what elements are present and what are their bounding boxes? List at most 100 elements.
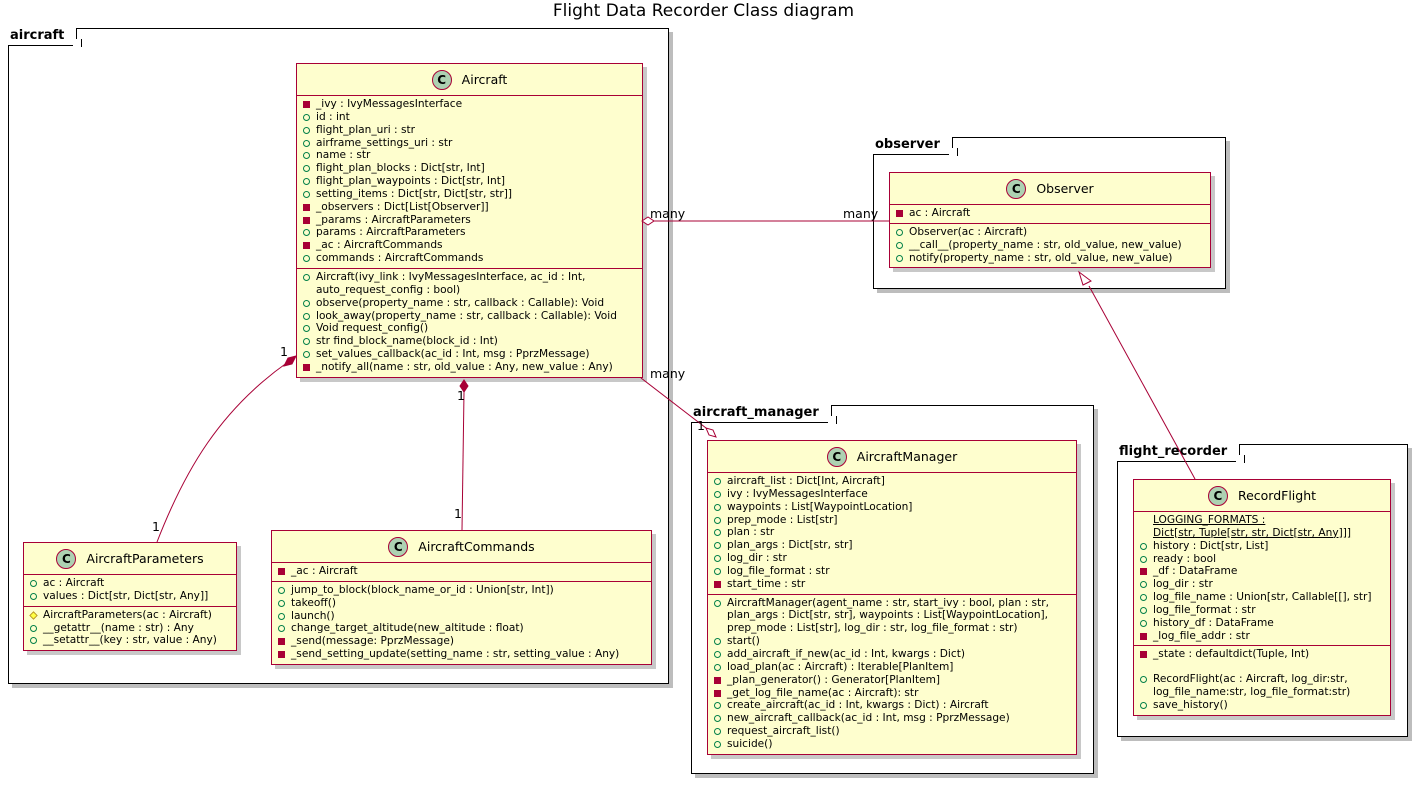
class-name: Aircraft [461,72,508,87]
public-visibility-icon [30,634,38,647]
attribute-text: params : AircraftParameters [316,226,466,239]
public-visibility-icon [714,565,722,578]
class-badge-icon: C [431,69,452,90]
attribute-row: ac : Aircraft [896,207,1206,220]
method-row: prep_mode : List[str], log_dir : str, lo… [714,622,1072,635]
attribute-text: log_file_format : str [1153,603,1256,616]
private-visibility-icon [1140,630,1148,643]
attribute-text: values : Dict[str, Dict[str, Any]] [43,589,209,602]
attribute-list: LOGGING_FORMATS :Dict[str, Tuple[str, st… [1134,512,1390,647]
public-visibility-icon [30,622,38,635]
method-text: set_values_callback(ac_id : Int, msg : P… [316,348,590,361]
public-visibility-icon [896,252,904,265]
diagram-title: Flight Data Recorder Class diagram [552,1,855,21]
method-row: __call__(property_name : str, old_value,… [896,239,1206,252]
attribute-text: Dict[str, Tuple[str, str, Dict[str, Any]… [1153,526,1352,539]
method-text: request_aircraft_list() [727,725,840,738]
public-visibility-icon [714,712,722,725]
attribute-row: log_file_format : str [1140,604,1386,617]
attribute-row: values : Dict[str, Dict[str, Any]] [30,590,232,603]
method-text: create_aircraft(ac_id : Int, kwargs : Di… [727,699,989,712]
method-row: look_away(property_name : str, callback … [303,310,638,323]
attribute-row: flight_plan_blocks : Dict[str, Int] [303,162,638,175]
method-list: jump_to_block(block_name_or_id : Union[s… [272,582,651,664]
attribute-text: waypoints : List[WaypointLocation] [727,500,913,513]
multiplicity-label: 1 [697,418,705,433]
public-visibility-icon [30,577,38,590]
public-visibility-icon [714,738,722,751]
method-text: _notify_all(name : str, old_value : Any,… [316,360,613,373]
attribute-row: params : AircraftParameters [303,226,638,239]
method-text: start() [727,635,760,648]
method-row: plan_args : Dict[str, str], waypoints : … [714,609,1072,622]
attribute-text: id : int [316,110,350,123]
method-row: _state : defaultdict(Tuple, Int) [1140,648,1386,661]
method-row: auto_request_config : bool) [303,284,638,297]
method-text: _send_setting_update(setting_name : str,… [291,648,620,661]
method-text: __setattr__(key : str, value : Any) [43,634,217,647]
method-row: AircraftManager(agent_name : str, start_… [714,597,1072,610]
public-visibility-icon [303,297,311,310]
attribute-row: LOGGING_FORMATS : [1140,514,1386,527]
attribute-text: setting_items : Dict[str, Dict[str, str]… [316,187,513,200]
attribute-text: log_file_format : str [727,564,830,577]
attribute-row: flight_plan_uri : str [303,124,638,137]
method-row: __setattr__(key : str, value : Any) [30,634,232,647]
method-row: launch() [278,610,647,623]
public-visibility-icon [278,584,286,597]
indent-spacer [714,609,722,622]
private-visibility-icon [278,565,286,578]
public-visibility-icon [1140,673,1148,686]
method-text: jump_to_block(block_name_or_id : Union[s… [291,583,554,596]
multiplicity-label: many [843,206,879,221]
private-visibility-icon [303,239,311,252]
public-visibility-icon [303,137,311,150]
attribute-row: plan_args : Dict[str, str] [714,539,1072,552]
protected-visibility-icon [30,609,38,622]
method-row: _notify_all(name : str, old_value : Any,… [303,361,638,374]
method-row: set_values_callback(ac_id : Int, msg : P… [303,348,638,361]
method-row: observe(property_name : str, callback : … [303,297,638,310]
public-visibility-icon [714,699,722,712]
attribute-row: plan : str [714,526,1072,539]
method-text: prep_mode : List[str], log_dir : str, lo… [727,622,1018,635]
method-text: plan_args : Dict[str, str], waypoints : … [727,609,1049,622]
method-text: str find_block_name(block_id : Int) [316,335,498,348]
private-visibility-icon [303,214,311,227]
public-visibility-icon [896,239,904,252]
private-visibility-icon [278,648,286,661]
private-visibility-icon [714,674,722,687]
method-row: __getattr__(name : str) : Any [30,622,232,635]
method-row: _send(message: PprzMessage) [278,635,647,648]
attribute-row: prep_mode : List[str] [714,514,1072,527]
class-name: RecordFlight [1237,488,1317,503]
attribute-text: ac : Aircraft [43,577,105,589]
attribute-text: LOGGING_FORMATS : [1153,514,1266,526]
attribute-text: ready : bool [1153,552,1217,565]
public-visibility-icon [303,252,311,265]
method-row: takeoff() [278,597,647,610]
attribute-list: aircraft_list : Dict[Int, Aircraft]ivy :… [708,473,1076,595]
package-label: observer [873,137,953,155]
multiplicity-label: 1 [280,344,288,359]
public-visibility-icon [303,124,311,137]
method-text: change_target_altitude(new_altitude : fl… [291,622,524,635]
private-visibility-icon [896,207,904,220]
method-text: look_away(property_name : str, callback … [316,309,617,322]
method-text: auto_request_config : bool) [316,283,461,296]
method-row: Observer(ac : Aircraft) [896,226,1206,239]
attribute-row: airframe_settings_uri : str [303,137,638,150]
method-text: _state : defaultdict(Tuple, Int) [1153,648,1310,661]
attribute-text: _ac : Aircraft [291,565,358,577]
